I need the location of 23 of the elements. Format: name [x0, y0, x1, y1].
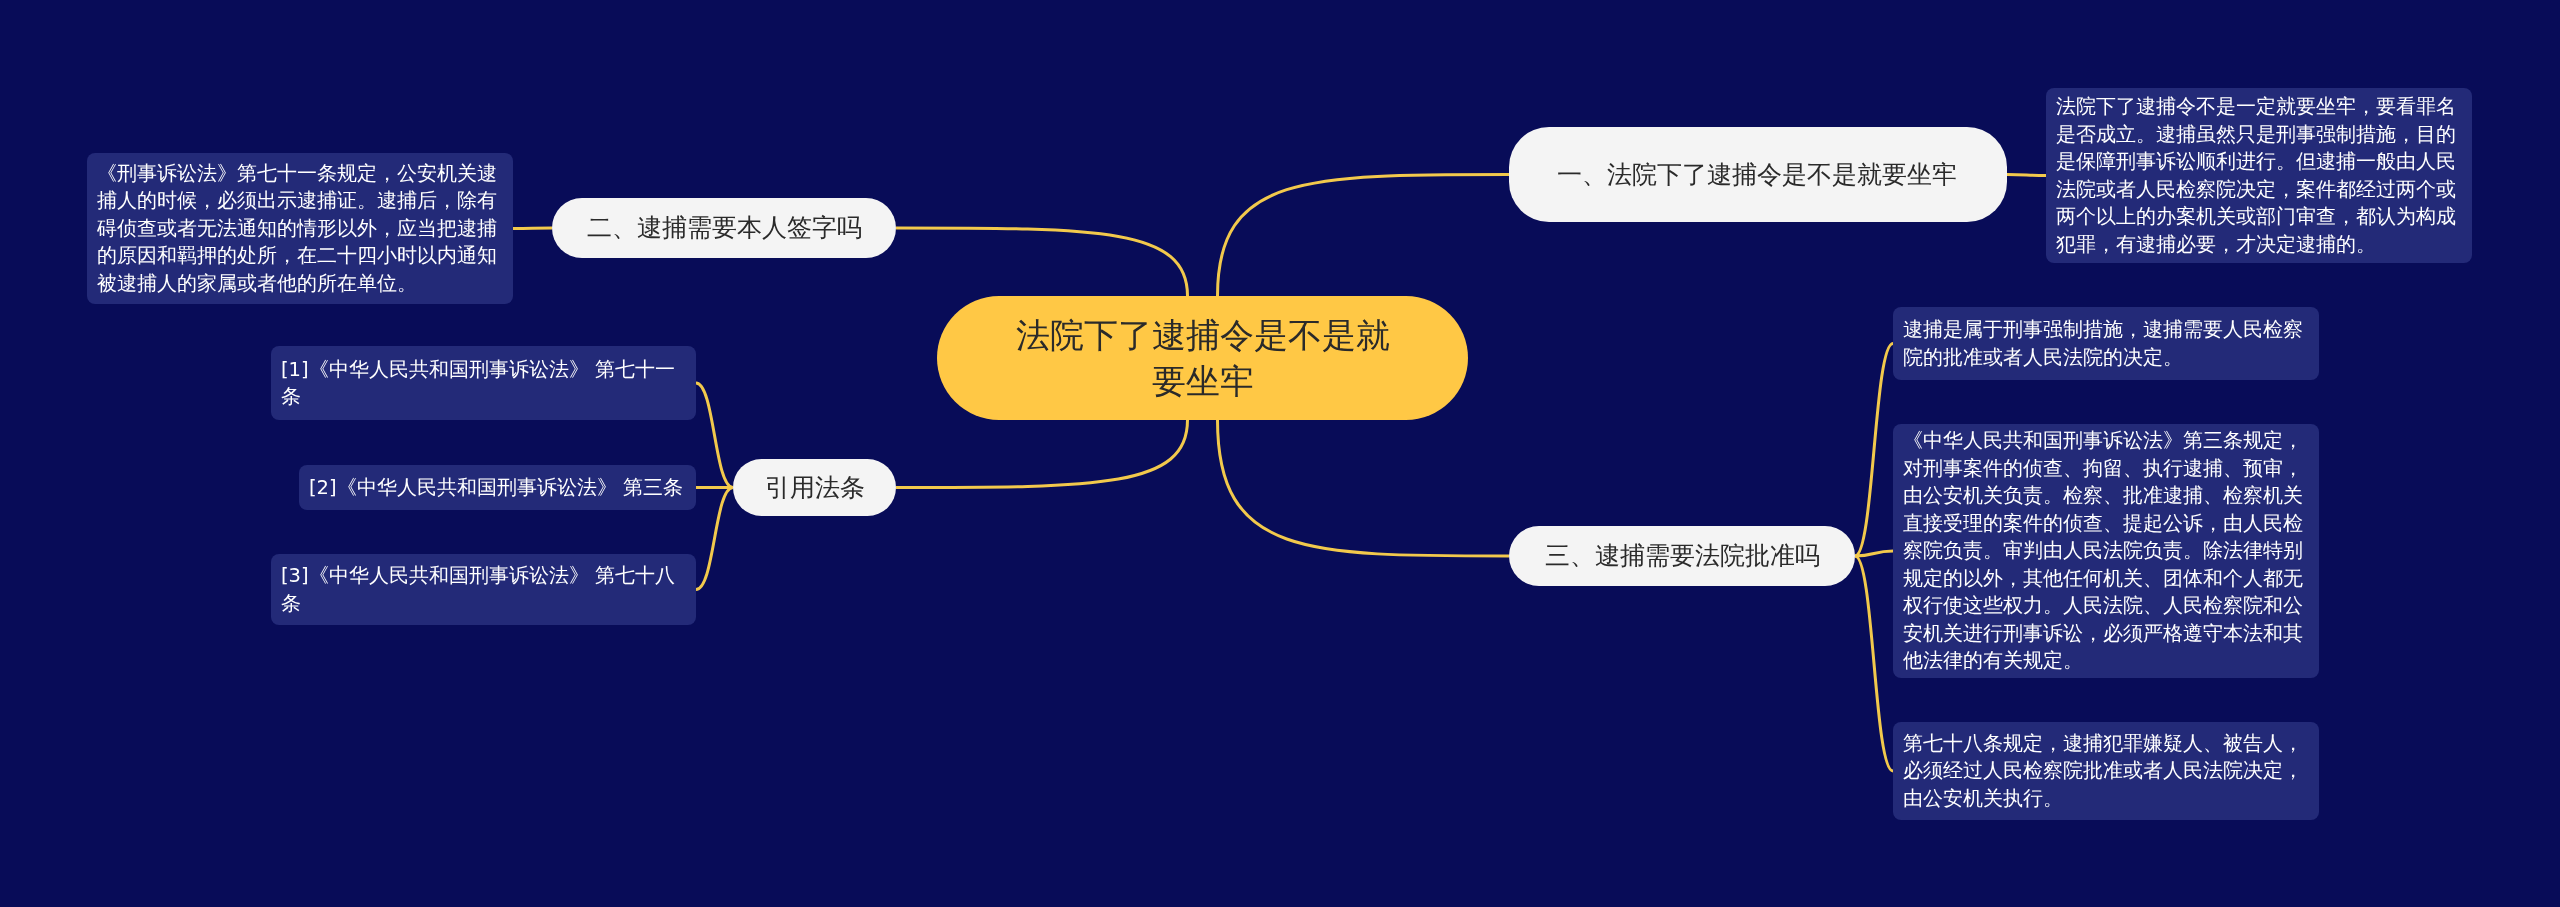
connector-line: [1853, 554, 1895, 773]
topic-pill: 引用法条: [733, 459, 896, 516]
topic-pill: 二、逮捕需要本人签字吗: [552, 198, 896, 258]
topic-pill: 三、逮捕需要法院批准吗: [1509, 526, 1855, 586]
connector-line: [695, 486, 734, 591]
note-box: 法院下了逮捕令不是一定就要坐牢，要看罪名是否成立。逮捕虽然只是刑事强制措施，目的是保障刑事诉讼顺利进行。但逮捕一般由人民法院或者人民检察院决定，案件都经过两个或两个以上的办案机关或部门审查，都认为构成犯罪，有逮捕必要，才决定逮捕的。: [2046, 88, 2472, 263]
note-box: 逮捕是属于刑事强制措施，逮捕需要人民检察院的批准或者人民法院的决定。: [1893, 307, 2319, 380]
connector-line: [2007, 173, 2046, 177]
note-box: 《刑事诉讼法》第七十一条规定，公安机关逮捕人的时候，必须出示逮捕证。逮捕后，除有碍侦查或者无法通知的情形以外，应当把逮捕的原因和羁押的处所，在二十四小时以内通知被逮捕人的家属或者他的所在单位。: [87, 153, 513, 304]
connector-line: [695, 381, 734, 489]
reference-box: [2]《中华人民共和国刑事诉讼法》 第三条: [299, 465, 696, 510]
connector-line: [896, 419, 1189, 489]
connector-line: [1216, 419, 1509, 558]
reference-box: [1]《中华人民共和国刑事诉讼法》 第七十一条: [271, 346, 696, 420]
connector-line: [896, 226, 1189, 297]
central-topic: 法院下了逮捕令是不是就要坐牢: [937, 296, 1468, 420]
connector-line: [696, 486, 733, 489]
connector-line: [1216, 173, 1509, 297]
reference-box: [3]《中华人民共和国刑事诉讼法》 第七十八条: [271, 554, 696, 625]
topic-pill: 一、法院下了逮捕令是不是就要坐牢: [1509, 127, 2007, 222]
connector-line: [513, 226, 552, 230]
note-box: 《中华人民共和国刑事诉讼法》第三条规定，对刑事案件的侦查、拘留、执行逮捕、预审，由公安机关负责。检察、批准逮捕、检察机关直接受理的案件的侦查、提起公诉，由人民检察院负责。审判由人民法院负责。除法律特别规定的以外，其他任何机关、团体和个人都无权行使这些权力。人民法院、人民检察院和公安机关进行刑事诉讼，必须严格遵守本法和其他法律的有关规定。: [1893, 424, 2319, 678]
note-box: 第七十八条规定，逮捕犯罪嫌疑人、被告人，必须经过人民检察院批准或者人民法院决定，由公安机关执行。: [1893, 722, 2319, 820]
